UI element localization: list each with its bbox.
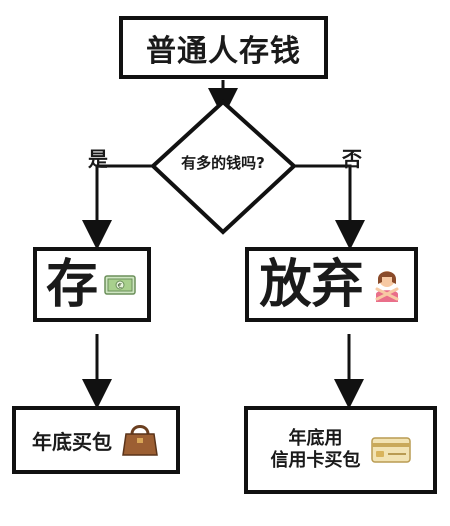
arrow-yes-branch bbox=[82, 164, 153, 250]
woman-gesturing-no-icon bbox=[375, 270, 398, 302]
title-box: 普通人存钱 bbox=[119, 16, 328, 79]
save-text: 存 bbox=[45, 254, 98, 315]
card-text-line1: 年底用 bbox=[288, 427, 343, 449]
handbag-icon bbox=[122, 425, 158, 456]
bag-text: 年底买包 bbox=[32, 429, 112, 454]
arrow-no-branch bbox=[294, 164, 365, 250]
yes-label: 是 bbox=[88, 147, 108, 171]
decision-diamond bbox=[150, 99, 297, 235]
credit-card-icon bbox=[370, 437, 411, 463]
bag-box: 年底买包 bbox=[12, 406, 180, 474]
card-box: 年底用 信用卡买包 bbox=[244, 406, 437, 494]
save-box: 存 € bbox=[33, 247, 151, 322]
card-text-line2: 信用卡买包 bbox=[270, 450, 361, 471]
giveup-text: 放弃 bbox=[259, 254, 364, 315]
money-icon: € bbox=[104, 274, 136, 295]
title-text: 普通人存钱 bbox=[146, 33, 301, 69]
card-text: 年底用 信用卡买包 bbox=[271, 428, 361, 473]
decision-text: 有多的钱吗? bbox=[181, 154, 265, 172]
svg-text:€: € bbox=[118, 282, 122, 290]
no-label: 否 bbox=[342, 147, 362, 171]
giveup-box: 放弃 bbox=[245, 247, 418, 322]
